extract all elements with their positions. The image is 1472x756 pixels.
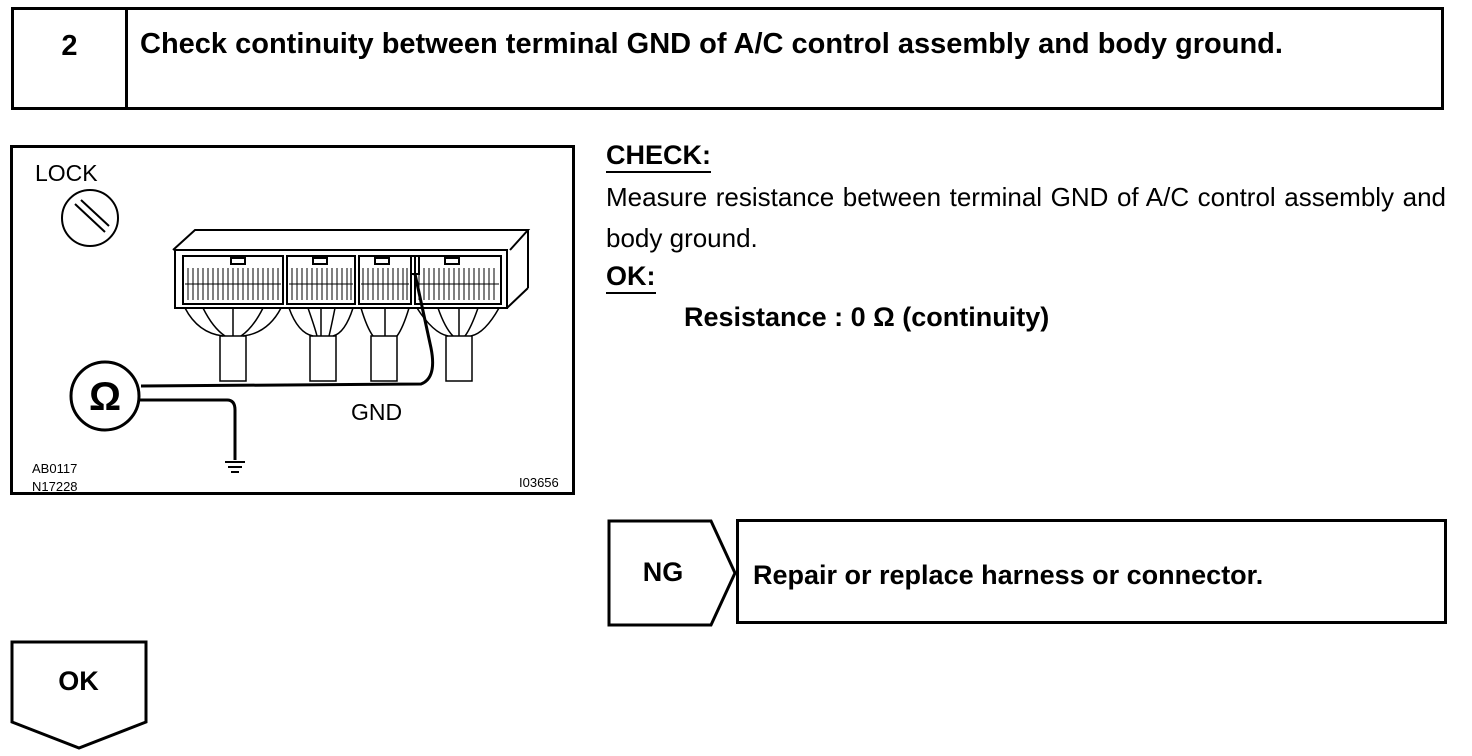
connector-housing — [172, 229, 531, 309]
gnd-label: GND — [351, 399, 402, 425]
ohm-symbol: Ω — [89, 375, 121, 419]
figure-code-right: I03656 — [519, 475, 559, 490]
ground-lead — [139, 398, 237, 460]
ng-result-text: Repair or replace harness or connector. — [753, 560, 1264, 590]
ignition-lock-icon — [61, 189, 119, 247]
connector-pins — [185, 268, 499, 300]
connector-diagram: LOCK — [32, 160, 559, 494]
step-header: 2 Check continuity between terminal GND … — [11, 7, 1444, 110]
figure-code-bottom: N17228 — [32, 479, 78, 494]
wire-harness — [184, 307, 500, 382]
connector-figure: LOCK — [10, 145, 575, 495]
ok-label: OK — [58, 666, 99, 696]
ok-heading: OK: — [606, 261, 656, 294]
figure-code-top: AB0117 — [32, 461, 77, 476]
ng-arrow-icon — [607, 519, 737, 627]
check-section: CHECK: Measure resistance between termin… — [606, 140, 1456, 333]
ng-label: NG — [642, 557, 684, 587]
ok-arrow-icon — [10, 640, 148, 750]
step-number: 2 — [14, 10, 128, 107]
test-probe — [140, 255, 435, 388]
step-title: Check continuity between terminal GND of… — [140, 28, 1283, 60]
check-heading: CHECK: — [606, 140, 711, 173]
lock-label: LOCK — [35, 160, 98, 186]
ground-symbol-icon — [225, 461, 245, 473]
ohmmeter-icon: Ω — [69, 360, 141, 432]
check-instruction: Measure resistance between terminal GND … — [606, 182, 1446, 253]
ng-result-box: Repair or replace harness or connector. — [736, 519, 1447, 624]
ok-specification: Resistance : 0 Ω (continuity) — [684, 302, 1050, 332]
